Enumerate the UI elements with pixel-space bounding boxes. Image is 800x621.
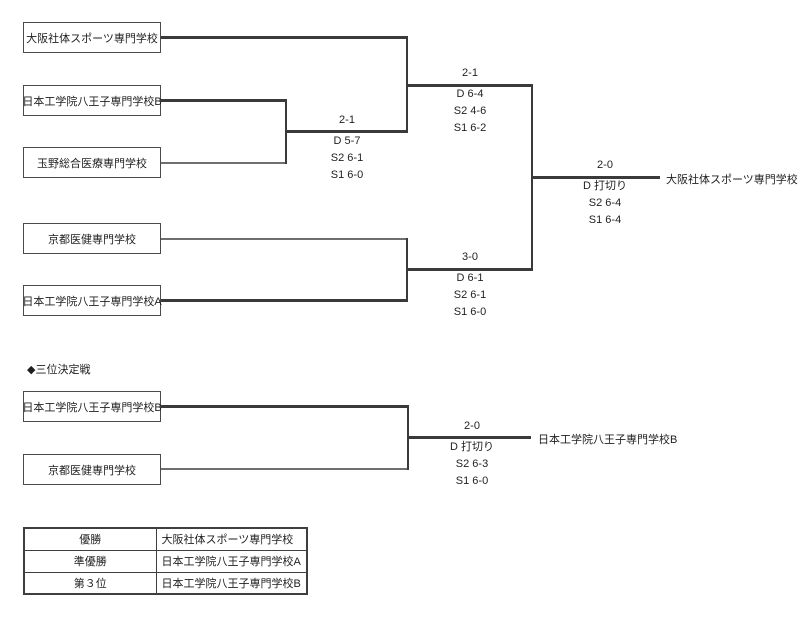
connector-semi-bottom-winner-line [408, 268, 533, 271]
final-singles2-result: S2 6-4 [588, 197, 622, 209]
round1-details: D 5-7 S2 6-1 S1 6-0 [312, 133, 382, 184]
results-table: 優勝 大阪社体スポーツ専門学校 準優勝 日本工学院八王子専門学校A 第３位 日本… [23, 527, 308, 595]
semifinal-bottom-details: D 6-1 S2 6-1 S1 6-0 [435, 270, 505, 321]
table-row-champion: 優勝 大阪社体スポーツ専門学校 [23, 527, 308, 551]
third-place-singles1-result: S1 6-0 [455, 475, 489, 487]
round1-singles1-result: S1 6-0 [330, 169, 364, 181]
connector-tamano-line [161, 162, 287, 164]
team-cell-third-place: 日本工学院八王子専門学校B [155, 571, 308, 595]
final-details: D 打切り S2 6-4 S1 6-4 [570, 178, 640, 229]
third-place-details: D 打切り S2 6-3 S1 6-0 [437, 439, 507, 490]
semifinal-top-doubles-result: D 6-4 [456, 88, 484, 100]
third-place-kogakuin-b-line [161, 405, 409, 408]
team-box-osaka-shatai: 大阪社体スポーツ専門学校 [23, 22, 161, 53]
team-cell-runner-up: 日本工学院八王子専門学校A [155, 549, 308, 573]
semifinal-top-singles1-result: S1 6-2 [453, 122, 487, 134]
round1-doubles-result: D 5-7 [333, 135, 361, 147]
semifinal-bottom-score: 3-0 [462, 251, 478, 263]
round1-score: 2-1 [339, 114, 355, 126]
semifinal-bottom-singles1-result: S1 6-0 [453, 306, 487, 318]
champion-label: 大阪社体スポーツ専門学校 [666, 174, 798, 186]
semifinal-top-details: D 6-4 S2 4-6 S1 6-2 [435, 86, 505, 137]
connector-kyoto-line [161, 238, 408, 240]
rank-cell-third-place: 第３位 [23, 571, 157, 595]
team-box-nihon-kogakuin-a: 日本工学院八王子専門学校A [22, 285, 162, 316]
third-place-winner-line [409, 436, 531, 439]
semifinal-bottom-doubles-result: D 6-1 [456, 272, 484, 284]
connector-semi-bottom-vertical [406, 238, 408, 302]
third-place-doubles-result: D 打切り [450, 441, 494, 453]
connector-semi-top-winner-line [408, 84, 533, 87]
third-place-score: 2-0 [464, 420, 480, 432]
rank-cell-champion: 優勝 [23, 527, 157, 551]
team-box-tamano: 玉野総合医療専門学校 [23, 147, 161, 178]
connector-kogakuin-a-line [161, 299, 408, 302]
third-place-heading: ◆三位決定戦 [27, 364, 91, 376]
third-place-vertical [407, 405, 409, 470]
connector-final-winner-line [533, 176, 660, 179]
rank-cell-runner-up: 準優勝 [23, 549, 157, 573]
final-singles1-result: S1 6-4 [588, 214, 622, 226]
round1-singles2-result: S2 6-1 [330, 152, 364, 164]
semifinal-top-singles2-result: S2 4-6 [453, 105, 487, 117]
semifinal-bottom-singles2-result: S2 6-1 [453, 289, 487, 301]
table-row-runner-up: 準優勝 日本工学院八王子専門学校A [23, 549, 308, 573]
connector-semi-top-vertical [406, 36, 408, 132]
final-doubles-result: D 打切り [583, 180, 627, 192]
third-place-winner-label: 日本工学院八王子専門学校B [538, 434, 678, 446]
third-place-team-box-kogakuin-b: 日本工学院八王子専門学校B [22, 391, 162, 422]
connector-kogakuin-b-line [161, 99, 287, 102]
team-box-kyoto-iken: 京都医健専門学校 [23, 223, 161, 254]
third-place-singles2-result: S2 6-3 [455, 458, 489, 470]
final-score: 2-0 [597, 159, 613, 171]
team-box-nihon-kogakuin-b: 日本工学院八王子専門学校B [22, 85, 162, 116]
third-place-team-box-kyoto: 京都医健専門学校 [23, 454, 161, 485]
connector-top-seed-line [161, 36, 408, 39]
semifinal-top-score: 2-1 [462, 67, 478, 79]
third-place-kyoto-line [161, 468, 409, 470]
table-row-third-place: 第３位 日本工学院八王子専門学校B [23, 571, 308, 595]
team-cell-champion: 大阪社体スポーツ専門学校 [155, 527, 308, 551]
connector-round1-winner-line [285, 130, 408, 133]
connector-final-vertical [531, 84, 533, 271]
